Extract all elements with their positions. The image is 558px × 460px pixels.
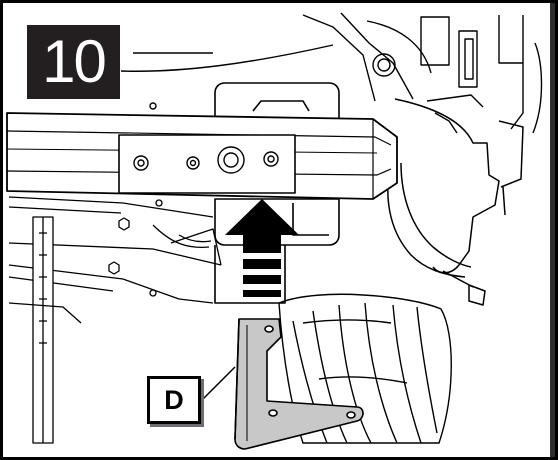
upper-body-structure (120, 12, 543, 134)
fender-panel (387, 98, 524, 306)
part-callout-label: D (164, 384, 184, 415)
step-number: 10 (42, 28, 107, 95)
lower-frame (8, 196, 222, 444)
callout-leader-line (198, 366, 236, 404)
mounting-hole-icon (133, 146, 279, 174)
up-arrow-icon (225, 199, 299, 297)
installation-drawing (6, 12, 543, 450)
bracket-part-d (234, 318, 364, 450)
bumper-beam (6, 112, 398, 200)
part-callout: D (147, 376, 201, 424)
step-badge: 10 (27, 25, 120, 99)
frame-edge (550, 3, 555, 457)
